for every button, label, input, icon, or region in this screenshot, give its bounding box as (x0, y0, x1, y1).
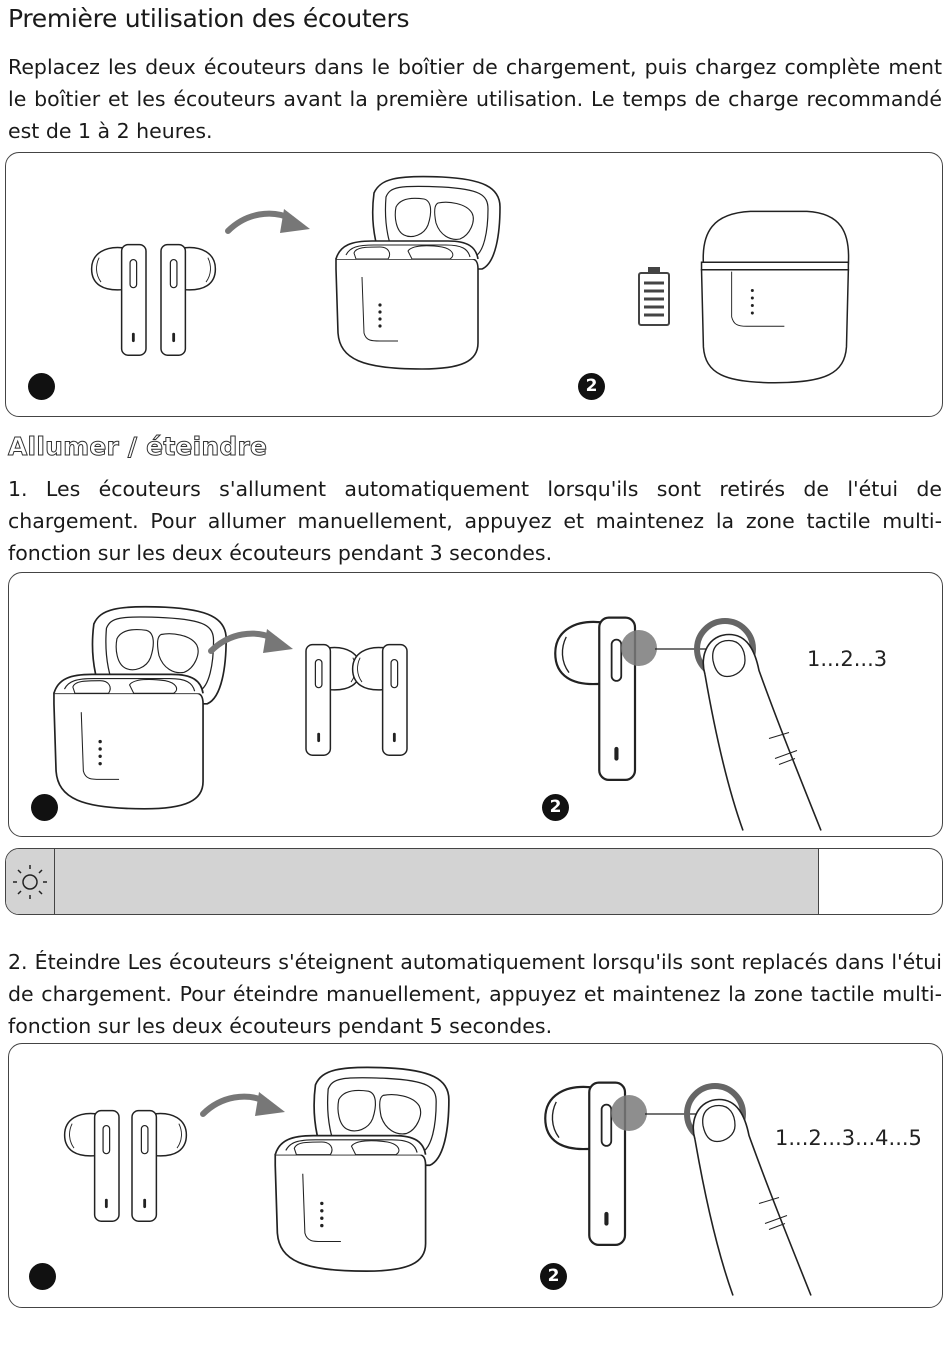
indicator-bar (55, 849, 819, 914)
step-badge-1 (28, 373, 55, 400)
earbud-left (90, 243, 147, 356)
power-on-instructions: 1. Les écouteurs s'allument automatiquem… (8, 477, 942, 565)
first-use-instructions: Replacez les deux écouteurs dans le boît… (8, 55, 942, 143)
battery-icon (638, 267, 670, 326)
illustration-panel-power-on: 1...2...3 2 (8, 572, 943, 837)
charging-case-open (274, 1066, 450, 1273)
charging-illustration (90, 175, 850, 384)
section-title-power: Allumer / éteindre (7, 432, 268, 462)
charging-case-open (335, 175, 501, 370)
earbud-left (63, 1109, 120, 1222)
earbud-right (351, 643, 408, 756)
touch-zone-highlight (611, 1095, 647, 1131)
step-badge-1 (29, 1263, 56, 1290)
illustration-panel-power-off: 1...2...3...4...5 2 (8, 1043, 943, 1308)
light-icon (6, 849, 55, 914)
step-badge-2: 2 (542, 794, 569, 821)
power-off-instructions: 2. Éteindre Les écouteurs s'éteignent au… (8, 950, 942, 1038)
earbud-right (132, 1111, 186, 1222)
insert-arrow-icon (203, 1092, 285, 1116)
earbud-left (306, 645, 360, 756)
led-indicator-row (5, 848, 943, 915)
power-on-illustration (53, 605, 822, 832)
earbud-right (161, 245, 215, 356)
insert-arrow-icon (228, 209, 310, 233)
count-label: 1...2...3 (807, 647, 888, 671)
step-badge-2: 2 (540, 1263, 567, 1290)
count-label: 1...2...3...4...5 (775, 1126, 922, 1150)
section-title-first-use: Première utilisation des écouters (8, 4, 410, 33)
charging-case-open (53, 605, 227, 810)
power-off-illustration (63, 1066, 812, 1297)
illustration-panel-charging: 2 (5, 152, 943, 417)
charging-case-closed (700, 210, 850, 384)
step-badge-2: 2 (578, 373, 605, 400)
finger-pressing (702, 633, 822, 832)
indicator-text (826, 849, 941, 914)
step-badge-1 (31, 794, 58, 821)
touch-zone-highlight (621, 630, 657, 666)
